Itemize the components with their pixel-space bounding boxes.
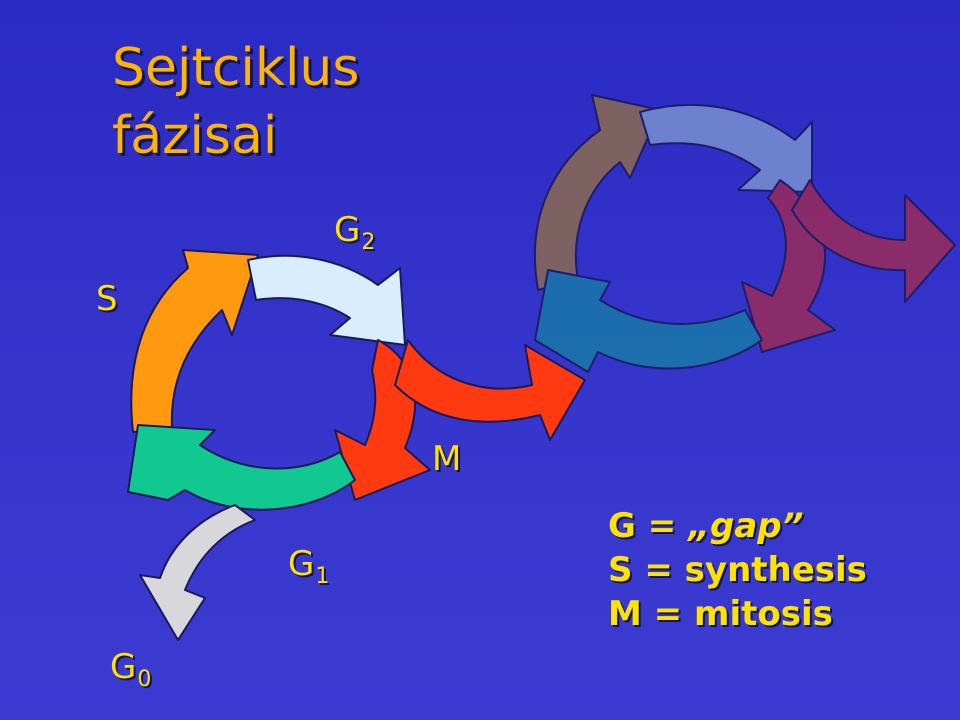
- g2-phase-arrow: [247, 254, 406, 346]
- label-g2-main: G: [334, 210, 361, 250]
- g1-phase-arrow: [127, 424, 356, 511]
- label-m: M: [432, 442, 462, 476]
- label-g0: G0: [110, 647, 151, 691]
- label-s-main: S: [96, 279, 118, 319]
- title-line-1: Sejtciklus: [112, 38, 360, 98]
- label-g0-sub: 0: [137, 667, 152, 692]
- label-s: S: [96, 282, 119, 316]
- label-g1-main: G: [288, 544, 315, 584]
- legend-term: S: [608, 550, 633, 590]
- legend-term: M: [608, 594, 642, 634]
- s-phase-arrow-2: [533, 94, 661, 291]
- legend: G = „gap” S = synthesis M = mitosis: [608, 504, 867, 636]
- g1-phase-arrow-2: [534, 269, 763, 373]
- label-g2: G2: [334, 210, 375, 254]
- cycle-1: [127, 249, 586, 641]
- s-phase-arrow: [130, 249, 259, 433]
- title-line-2: fázisai: [112, 106, 278, 166]
- label-m-main: M: [432, 439, 462, 479]
- label-g1: G1: [288, 544, 329, 588]
- label-g2-sub: 2: [361, 230, 376, 255]
- legend-def: mitosis: [694, 594, 833, 634]
- m-phase-branch-arrow-2: [791, 179, 956, 303]
- label-g0-main: G: [110, 647, 137, 687]
- legend-def: synthesis: [684, 550, 867, 590]
- label-g1-sub: 1: [315, 564, 330, 589]
- legend-row-gap: G = „gap”: [608, 504, 867, 548]
- m-phase-branch-arrow: [394, 339, 586, 441]
- legend-eq: =: [641, 594, 695, 634]
- legend-eq: =: [635, 506, 689, 546]
- cycle-2: [533, 94, 956, 373]
- legend-def: „gap”: [688, 506, 804, 546]
- legend-row-synthesis: S = synthesis: [608, 548, 867, 592]
- g0-phase-arrow: [139, 504, 256, 641]
- g2-phase-arrow-2: [639, 103, 813, 193]
- legend-eq: =: [632, 550, 685, 590]
- legend-row-mitosis: M = mitosis: [608, 592, 867, 636]
- legend-term: G: [608, 506, 636, 546]
